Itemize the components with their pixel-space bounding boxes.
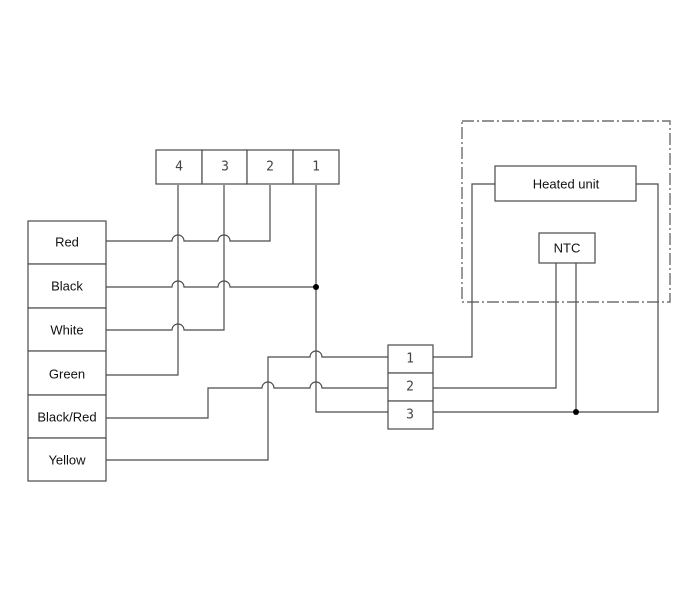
terminal-pin-2: 2 [406, 380, 414, 395]
wire-black-red [106, 381, 388, 419]
wire-label-box [27, 263, 107, 309]
wire-yellow [106, 350, 388, 461]
wire-tb1-heated-left [433, 183, 495, 358]
junction-dot [573, 409, 579, 415]
connector-pin-2: 2 [266, 160, 274, 175]
connector-pin-box [201, 149, 248, 185]
wire-black [106, 280, 316, 288]
top-connector: 4 3 2 1 [155, 149, 340, 185]
wire-label-box [27, 350, 107, 396]
wire-white [106, 185, 225, 331]
wires [106, 183, 659, 461]
wire-tb3-ntc-right [433, 183, 659, 413]
wire-label-box [27, 394, 107, 439]
wire-label-black: Black [51, 279, 83, 294]
heated-assembly-enclosure [461, 120, 671, 303]
terminal-pin-box [387, 400, 434, 430]
terminal-pin-1: 1 [406, 352, 414, 367]
wire-label-box [27, 437, 107, 482]
wire-pin1-to-tb3 [315, 185, 388, 413]
wire-label-green: Green [49, 367, 85, 382]
terminal-block: 1 2 3 [387, 344, 434, 430]
heated-unit-label: Heated unit [533, 177, 600, 192]
wire-label-box [27, 220, 107, 265]
heated-unit-box [494, 165, 637, 202]
connector-pin-1: 1 [312, 160, 320, 175]
wire-green [106, 185, 179, 376]
wire-label-white: White [50, 323, 83, 338]
junction-dot [313, 284, 319, 290]
connector-pin-4: 4 [175, 160, 183, 175]
connector-pin-box [292, 149, 340, 185]
wire-label-black-red: Black/Red [37, 410, 96, 425]
connector-pin-box [246, 149, 294, 185]
wire-red [106, 185, 271, 242]
terminal-pin-3: 3 [406, 408, 414, 423]
wire-label-box [27, 307, 107, 352]
wire-label-yellow: Yellow [48, 453, 86, 468]
ntc-label: NTC [554, 241, 581, 256]
wire-tb2-ntc-left [433, 263, 557, 389]
ntc-box [538, 232, 596, 264]
wire-label-red: Red [55, 235, 79, 250]
connector-pin-3: 3 [221, 160, 229, 175]
cable-wire-list: Red Black White Green Black/Red Yellow [27, 220, 107, 482]
connector-pin-box [155, 149, 203, 185]
